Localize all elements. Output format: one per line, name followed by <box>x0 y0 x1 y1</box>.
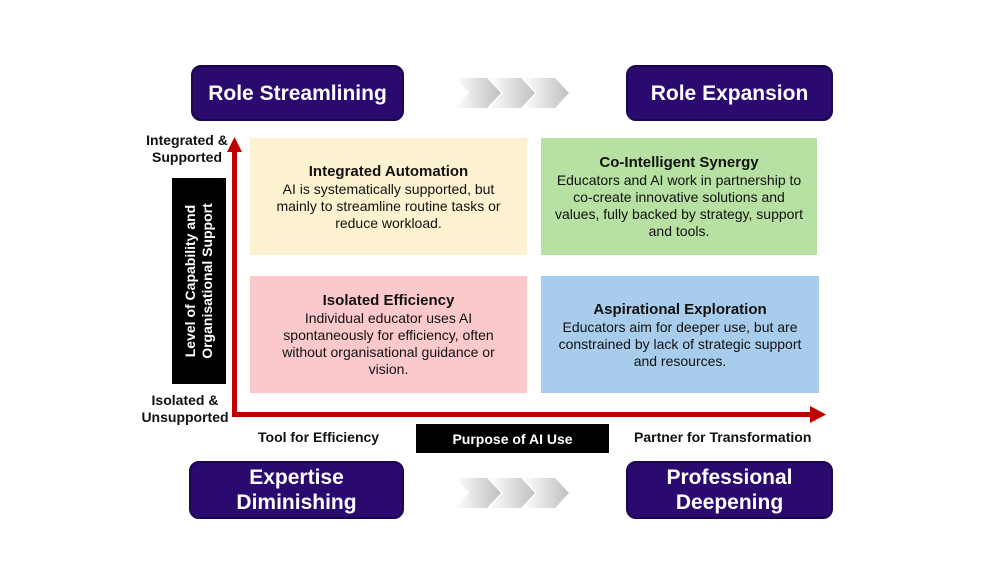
quadrant-text-line: reduce workload. <box>335 214 442 231</box>
quadrant-text-line: Educators and AI work in partnership to <box>556 172 802 188</box>
quadrant-text-line: Individual educator uses AI <box>304 310 473 326</box>
quadrant-aspirational-exploration: Aspirational Exploration Educators aim f… <box>541 276 819 393</box>
quadrant-co-intelligent-synergy: Co-Intelligent Synergy Educators and AI … <box>541 138 817 255</box>
professional-deepening-line2: Deepening <box>675 491 784 514</box>
quadrant-text-line: and tools. <box>648 223 710 239</box>
y-axis-title-box: Level of Capability and Organisational S… <box>172 178 226 384</box>
x-axis-arrow <box>232 406 826 423</box>
top-chevron-arrow-icon <box>455 78 569 108</box>
y-axis-top-line1: Integrated & <box>146 132 228 148</box>
y-axis-title-line1: Level of Capability and <box>182 204 199 358</box>
quadrant-text-line: constrained by lack of strategic support <box>558 335 802 352</box>
y-axis-bottom-line1: Isolated & <box>151 392 219 408</box>
quadrant-text-line: AI is systematically supported, but <box>282 180 495 197</box>
x-axis-title: Purpose of AI Use <box>452 430 573 447</box>
x-axis-title-box: Purpose of AI Use <box>416 424 609 453</box>
role-expansion-label: Role Expansion <box>650 81 809 105</box>
y-axis-title: Level of Capability and Organisational S… <box>182 203 216 359</box>
y-axis-title-line2: Organisational Support <box>199 203 216 359</box>
y-axis-arrow <box>227 137 242 416</box>
quadrant-text-line: and resources. <box>633 352 727 369</box>
quadrant-title: Integrated Automation <box>308 162 469 180</box>
quadrant-text-line: spontaneously for efficiency, often <box>283 327 494 343</box>
expertise-diminishing-box: Expertise Diminishing <box>189 461 404 519</box>
y-axis-top-label: Integrated & Supported <box>132 132 242 166</box>
x-axis-right-label: Partner for Transformation <box>634 429 812 445</box>
quadrant-integrated-automation: Integrated Automation AI is systematical… <box>250 138 527 255</box>
role-expansion-box: Role Expansion <box>626 65 833 121</box>
y-axis-bottom-line2: Unsupported <box>141 409 229 425</box>
bottom-chevron-arrow-icon <box>455 478 569 508</box>
quadrant-title: Co-Intelligent Synergy <box>599 154 759 171</box>
expertise-diminishing-line1: Expertise <box>249 466 344 489</box>
quadrant-text-line: Educators aim for deeper use, but are <box>562 318 798 335</box>
quadrant-title: Aspirational Exploration <box>593 300 767 318</box>
y-axis-bottom-label: Isolated & Unsupported <box>130 392 240 426</box>
quadrant-text-line: mainly to streamline routine tasks or <box>276 197 501 214</box>
x-axis-left-label: Tool for Efficiency <box>258 429 380 445</box>
quadrant-isolated-efficiency: Isolated Efficiency Individual educator … <box>250 276 527 393</box>
professional-deepening-line1: Professional <box>666 466 793 489</box>
quadrant-text-line: co-create innovative solutions and <box>573 189 785 205</box>
expertise-diminishing-line2: Diminishing <box>236 491 357 514</box>
quadrant-text-line: values, fully backed by strategy, suppor… <box>555 206 803 222</box>
quadrant-text-line: vision. <box>368 361 409 377</box>
y-axis-top-line2: Supported <box>152 149 222 165</box>
quadrant-title: Isolated Efficiency <box>322 292 455 309</box>
role-streamlining-label: Role Streamlining <box>208 81 387 105</box>
professional-deepening-box: Professional Deepening <box>626 461 833 519</box>
quadrant-text-line: without organisational guidance or <box>282 344 495 360</box>
role-streamlining-box: Role Streamlining <box>191 65 404 121</box>
